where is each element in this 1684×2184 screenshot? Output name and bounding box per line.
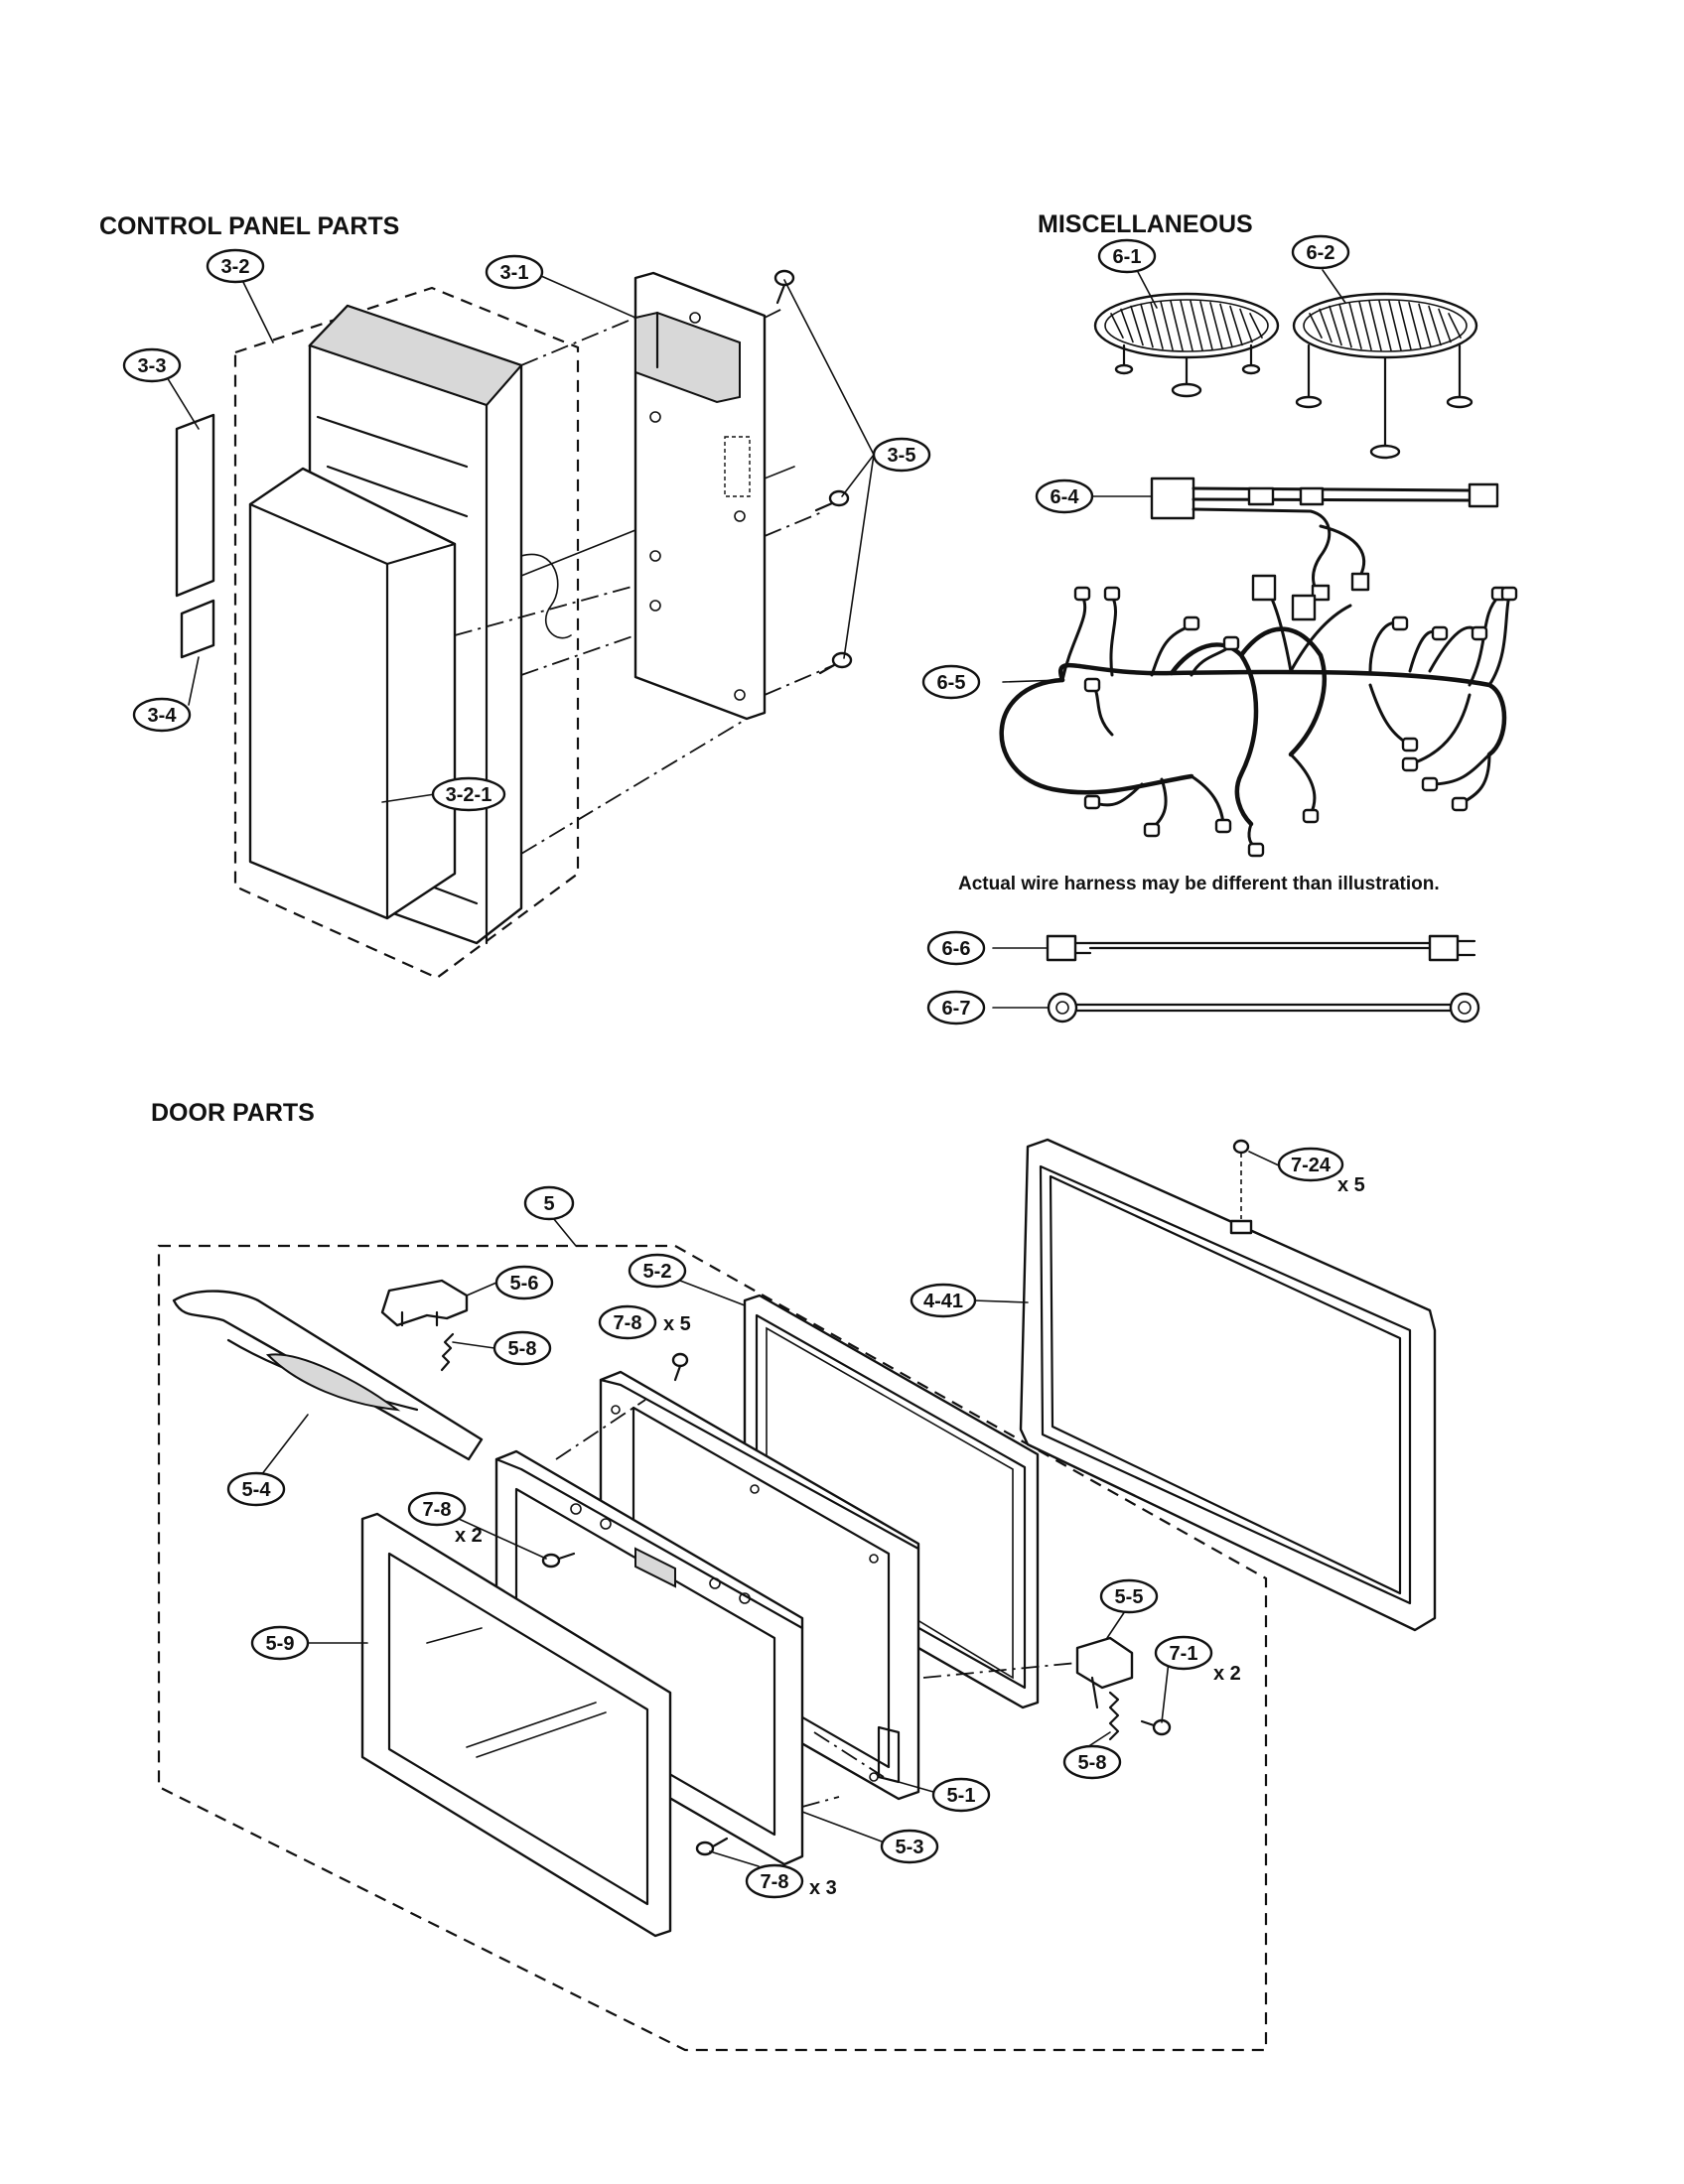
- svg-text:3-1: 3-1: [500, 262, 529, 284]
- callout-7-8-bottom: 7-8: [745, 1863, 804, 1899]
- high-rack-6-2: [1292, 292, 1478, 460]
- svg-text:5-2: 5-2: [643, 1261, 672, 1283]
- callout-3-2-1: 3-2-1: [431, 776, 506, 812]
- svg-text:6-1: 6-1: [1113, 246, 1142, 268]
- wire-6-6: [1046, 934, 1476, 962]
- callout-5-3: 5-3: [880, 1829, 939, 1864]
- callout-5-1: 5-1: [931, 1777, 991, 1813]
- svg-text:7-1: 7-1: [1170, 1643, 1198, 1665]
- control-panel-heading: CONTROL PANEL PARTS: [99, 212, 399, 240]
- screw-icon: [1232, 1139, 1250, 1219]
- callout-4-41: 4-41: [910, 1283, 977, 1318]
- wire-6-4: [1150, 477, 1499, 602]
- quantity-7-8-mid: x 2: [455, 1525, 483, 1547]
- callout-3-3: 3-3: [122, 347, 182, 383]
- quantity-7-8-top: x 5: [663, 1313, 691, 1335]
- callout-3-2: 3-2: [206, 248, 265, 284]
- miscellaneous-heading: MISCELLANEOUS: [1038, 210, 1253, 238]
- svg-text:7-8: 7-8: [614, 1312, 642, 1334]
- quantity-7-1: x 2: [1213, 1663, 1241, 1685]
- svg-text:3-3: 3-3: [138, 355, 167, 377]
- screw-icon: [818, 651, 853, 675]
- screw-icon: [695, 1837, 729, 1856]
- callout-7-8-top: 7-8: [598, 1304, 657, 1340]
- callout-7-8-mid: 7-8: [407, 1491, 467, 1527]
- svg-text:5-6: 5-6: [510, 1273, 539, 1295]
- svg-text:5-8: 5-8: [508, 1338, 537, 1360]
- svg-text:5-3: 5-3: [896, 1837, 924, 1858]
- svg-text:4-41: 4-41: [923, 1291, 963, 1312]
- callout-3-5: 3-5: [872, 437, 931, 473]
- low-rack-6-1: [1093, 292, 1280, 398]
- harness-note: Actual wire harness may be different tha…: [958, 874, 1440, 894]
- control-panel-assembly: [175, 269, 853, 980]
- screw-icon: [1140, 1718, 1172, 1736]
- svg-text:5-4: 5-4: [242, 1479, 272, 1501]
- callout-6-7: 6-7: [926, 990, 986, 1025]
- callout-5-2: 5-2: [628, 1253, 687, 1289]
- svg-text:5: 5: [543, 1193, 554, 1215]
- callouts: 3-2 3-1 3-3 3-4 3-5 3-2-1 6-1 6-2 6-4 6-…: [122, 234, 1350, 1899]
- svg-text:6-6: 6-6: [942, 938, 971, 960]
- callout-3-4: 3-4: [132, 697, 192, 733]
- callout-6-5: 6-5: [921, 664, 981, 700]
- callout-3-1: 3-1: [485, 254, 544, 290]
- svg-text:3-2: 3-2: [221, 256, 250, 278]
- screw-icon: [541, 1552, 576, 1569]
- svg-text:3-5: 3-5: [888, 445, 916, 467]
- callout-6-6: 6-6: [926, 930, 986, 966]
- callout-6-4: 6-4: [1035, 478, 1094, 514]
- svg-text:5-5: 5-5: [1115, 1586, 1144, 1608]
- screw-icon: [773, 269, 795, 305]
- svg-text:6-2: 6-2: [1307, 242, 1335, 264]
- callout-5-8-right: 5-8: [1062, 1744, 1122, 1780]
- wire-6-7: [1047, 992, 1480, 1024]
- callout-7-24: 7-24: [1277, 1147, 1344, 1182]
- callout-5-5: 5-5: [1099, 1578, 1159, 1614]
- callout-6-1: 6-1: [1097, 238, 1157, 274]
- callout-5-8-top: 5-8: [492, 1330, 552, 1366]
- svg-text:5-1: 5-1: [947, 1785, 976, 1807]
- svg-text:6-5: 6-5: [937, 672, 966, 694]
- callout-leaders: [163, 265, 1346, 1867]
- svg-text:7-8: 7-8: [761, 1871, 789, 1893]
- callout-5-6: 5-6: [494, 1265, 554, 1300]
- svg-text:5-8: 5-8: [1078, 1752, 1107, 1774]
- quantity-7-8-bottom: x 3: [809, 1877, 837, 1899]
- svg-text:6-7: 6-7: [942, 998, 971, 1020]
- callout-6-2: 6-2: [1291, 234, 1350, 270]
- callout-5-4: 5-4: [226, 1471, 286, 1507]
- svg-text:7-8: 7-8: [423, 1499, 452, 1521]
- svg-text:5-9: 5-9: [266, 1633, 295, 1655]
- svg-text:3-4: 3-4: [148, 705, 178, 727]
- wire-harness-6-5: [999, 574, 1518, 858]
- door-parts-heading: DOOR PARTS: [151, 1099, 315, 1127]
- screw-icon: [671, 1352, 689, 1382]
- door-assembly: [157, 1138, 1437, 2052]
- callout-7-1: 7-1: [1154, 1635, 1213, 1671]
- quantity-7-24: x 5: [1337, 1174, 1365, 1196]
- callout-5-9: 5-9: [250, 1625, 310, 1661]
- svg-text:6-4: 6-4: [1051, 486, 1080, 508]
- svg-text:7-24: 7-24: [1291, 1155, 1332, 1176]
- svg-text:3-2-1: 3-2-1: [446, 784, 492, 806]
- callout-5: 5: [523, 1185, 575, 1221]
- quantity-markers: x 5 x 5 x 2 x 2 x 3: [455, 1174, 1365, 1899]
